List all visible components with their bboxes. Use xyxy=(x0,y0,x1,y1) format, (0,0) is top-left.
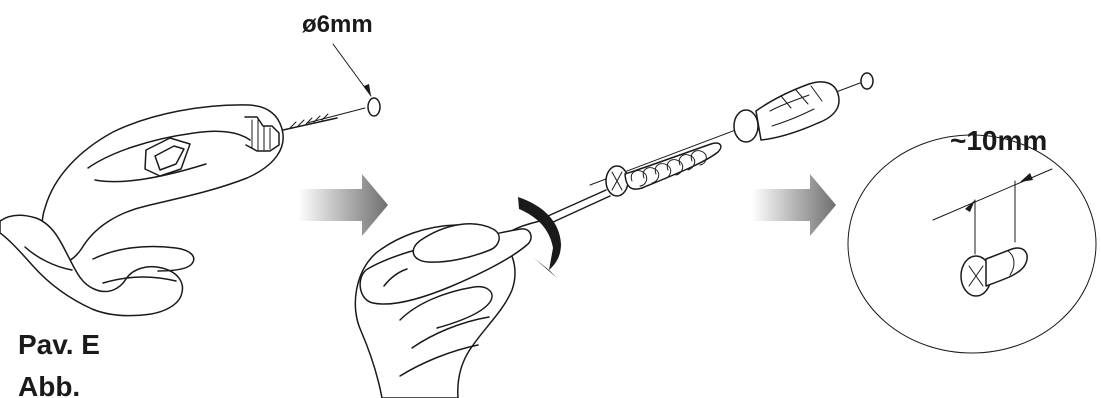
drill-body xyxy=(42,105,283,263)
drill-diameter-label: ø6mm xyxy=(302,11,373,38)
drill-diameter-leader-arrowhead xyxy=(364,84,371,96)
dimension-line xyxy=(933,169,1052,220)
screw xyxy=(548,143,721,223)
figure-label-line-1: Pav. E xyxy=(18,329,100,360)
screw-protrusion-label: ~10mm xyxy=(950,125,1047,156)
drill-hole-illustration xyxy=(283,98,380,130)
figure-label-line-2: Abb. xyxy=(18,371,80,398)
wall-hole-icon xyxy=(861,73,873,89)
detail-screw-shaft xyxy=(986,248,1027,286)
detail-oval xyxy=(848,135,1096,353)
hand-with-screwdriver-illustration xyxy=(355,197,561,398)
gray-right-arrow-icon xyxy=(752,174,836,236)
screwdriver-ferrule xyxy=(513,221,540,230)
left-process-arrow xyxy=(298,174,388,236)
screw-protrusion-detail: ~10mm xyxy=(848,125,1096,353)
wall-hole-icon xyxy=(368,98,380,116)
figure-caption: Pav. E Abb. xyxy=(18,329,100,398)
hand-with-drill-illustration xyxy=(0,105,283,316)
gray-right-arrow-icon xyxy=(298,174,388,236)
screwdriver-shaft-edge xyxy=(551,196,610,223)
right-process-arrow xyxy=(752,174,836,236)
dimension-arrowhead-right xyxy=(1020,173,1033,182)
wall-anchor-collar xyxy=(734,110,758,142)
drill-diameter-callout: ø6mm xyxy=(302,11,373,96)
screwdriver-shaft xyxy=(548,190,606,216)
wall-anchor-body xyxy=(756,82,839,140)
wall-anchor xyxy=(734,82,839,142)
drill-diameter-leader xyxy=(333,44,371,96)
